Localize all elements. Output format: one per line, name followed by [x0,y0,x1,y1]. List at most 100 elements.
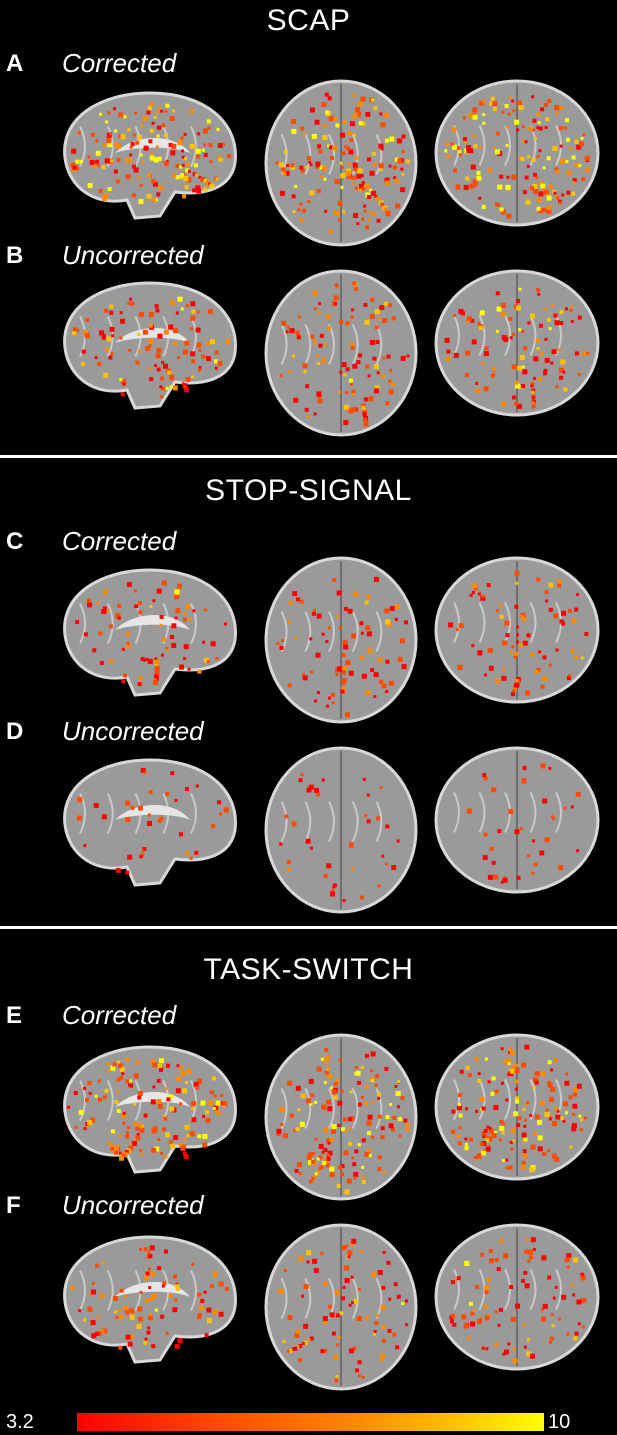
activation-voxel [201,148,205,152]
activation-voxel [532,1086,536,1090]
activation-voxel [313,339,317,343]
activation-voxel [561,193,565,197]
activation-voxel [294,1168,299,1173]
activation-voxel [151,1147,157,1153]
activation-voxel [324,1070,329,1075]
activation-voxel [531,390,535,394]
activation-voxel [474,183,478,187]
gyrus-line [375,611,383,652]
activation-voxel [156,1098,162,1104]
activation-voxel [155,111,159,115]
activation-voxel [472,583,478,589]
activation-voxel [197,1313,202,1318]
activation-voxel [169,634,174,639]
gyrus-line [478,125,486,166]
activation-voxel [121,1153,126,1158]
activation-voxel [161,580,167,586]
activation-voxel [532,128,536,132]
activation-voxel [175,175,180,180]
activation-voxel [318,149,323,154]
activation-voxel [340,165,344,169]
activation-voxel [514,1079,519,1084]
activation-voxel [574,351,579,356]
activation-voxel [193,1082,199,1088]
activation-voxel [139,1247,143,1251]
activation-voxel [160,376,165,381]
activation-voxel [103,372,109,378]
activation-voxel [320,175,324,179]
activation-voxel [177,140,183,146]
activation-voxel [286,1349,290,1353]
activation-voxel [106,138,112,144]
activation-voxel [217,142,223,148]
activation-voxel [505,1158,509,1162]
activation-voxel [91,1281,95,1285]
brain-outline [63,1045,237,1174]
activation-voxel [169,116,175,122]
activation-voxel [204,1333,209,1338]
activation-voxel [398,1134,402,1138]
activation-voxel [515,640,519,644]
activation-voxel [72,165,77,170]
activation-voxel [482,773,487,778]
activation-voxel [101,609,107,615]
activation-voxel [359,655,364,660]
activation-voxel [125,1310,130,1315]
activation-voxel [319,165,324,170]
activation-voxel [512,689,516,693]
activation-voxel [183,1137,187,1141]
row-label: Uncorrected [62,240,204,270]
activation-voxel [294,1332,300,1338]
axial-slice [264,746,418,914]
activation-voxel [211,1076,216,1081]
activation-voxel [379,112,383,116]
gyrus-line [106,603,114,644]
activation-voxel [345,367,350,372]
activation-voxel [509,1284,514,1289]
activation-voxel [512,1139,516,1143]
activation-voxel [110,1129,115,1134]
activation-voxel [488,1248,493,1253]
activation-voxel [153,679,159,685]
activation-voxel [316,362,320,366]
activation-voxel [92,648,97,653]
activation-voxel [513,684,518,689]
activation-voxel [529,1113,533,1117]
activation-voxel [152,1062,158,1068]
activation-voxel [113,169,118,174]
activation-voxel [352,1346,357,1351]
activation-voxel [530,186,535,191]
brain-outline [63,568,237,697]
activation-voxel [166,1097,171,1102]
activation-voxel [552,1121,558,1127]
activation-voxel [532,839,536,843]
activation-voxel [309,1102,313,1106]
gyrus-line [106,1080,114,1121]
activation-voxel [117,616,121,620]
activation-voxel [466,1336,470,1340]
activation-voxel [336,1343,340,1347]
activation-voxel [136,1133,140,1137]
activation-voxel [521,1160,526,1165]
activation-voxel [215,177,219,181]
activation-voxel [282,171,287,176]
activation-voxel [358,353,363,358]
activation-voxel [322,135,328,141]
activation-voxel [289,1113,294,1118]
activation-voxel [538,323,543,328]
activation-voxel [465,1107,469,1111]
activation-voxel [361,1180,366,1185]
activation-voxel [450,1280,455,1285]
activation-voxel [319,1165,324,1170]
activation-voxel [326,1153,331,1158]
activation-voxel [350,345,355,350]
activation-voxel [299,202,303,206]
activation-voxel [554,105,560,111]
activation-voxel [523,346,528,351]
activation-voxel [397,1105,401,1109]
activation-voxel [526,633,531,638]
activation-voxel [361,1375,365,1379]
activation-voxel [365,690,371,696]
activation-voxel [148,1254,153,1259]
activation-voxel [154,659,160,665]
